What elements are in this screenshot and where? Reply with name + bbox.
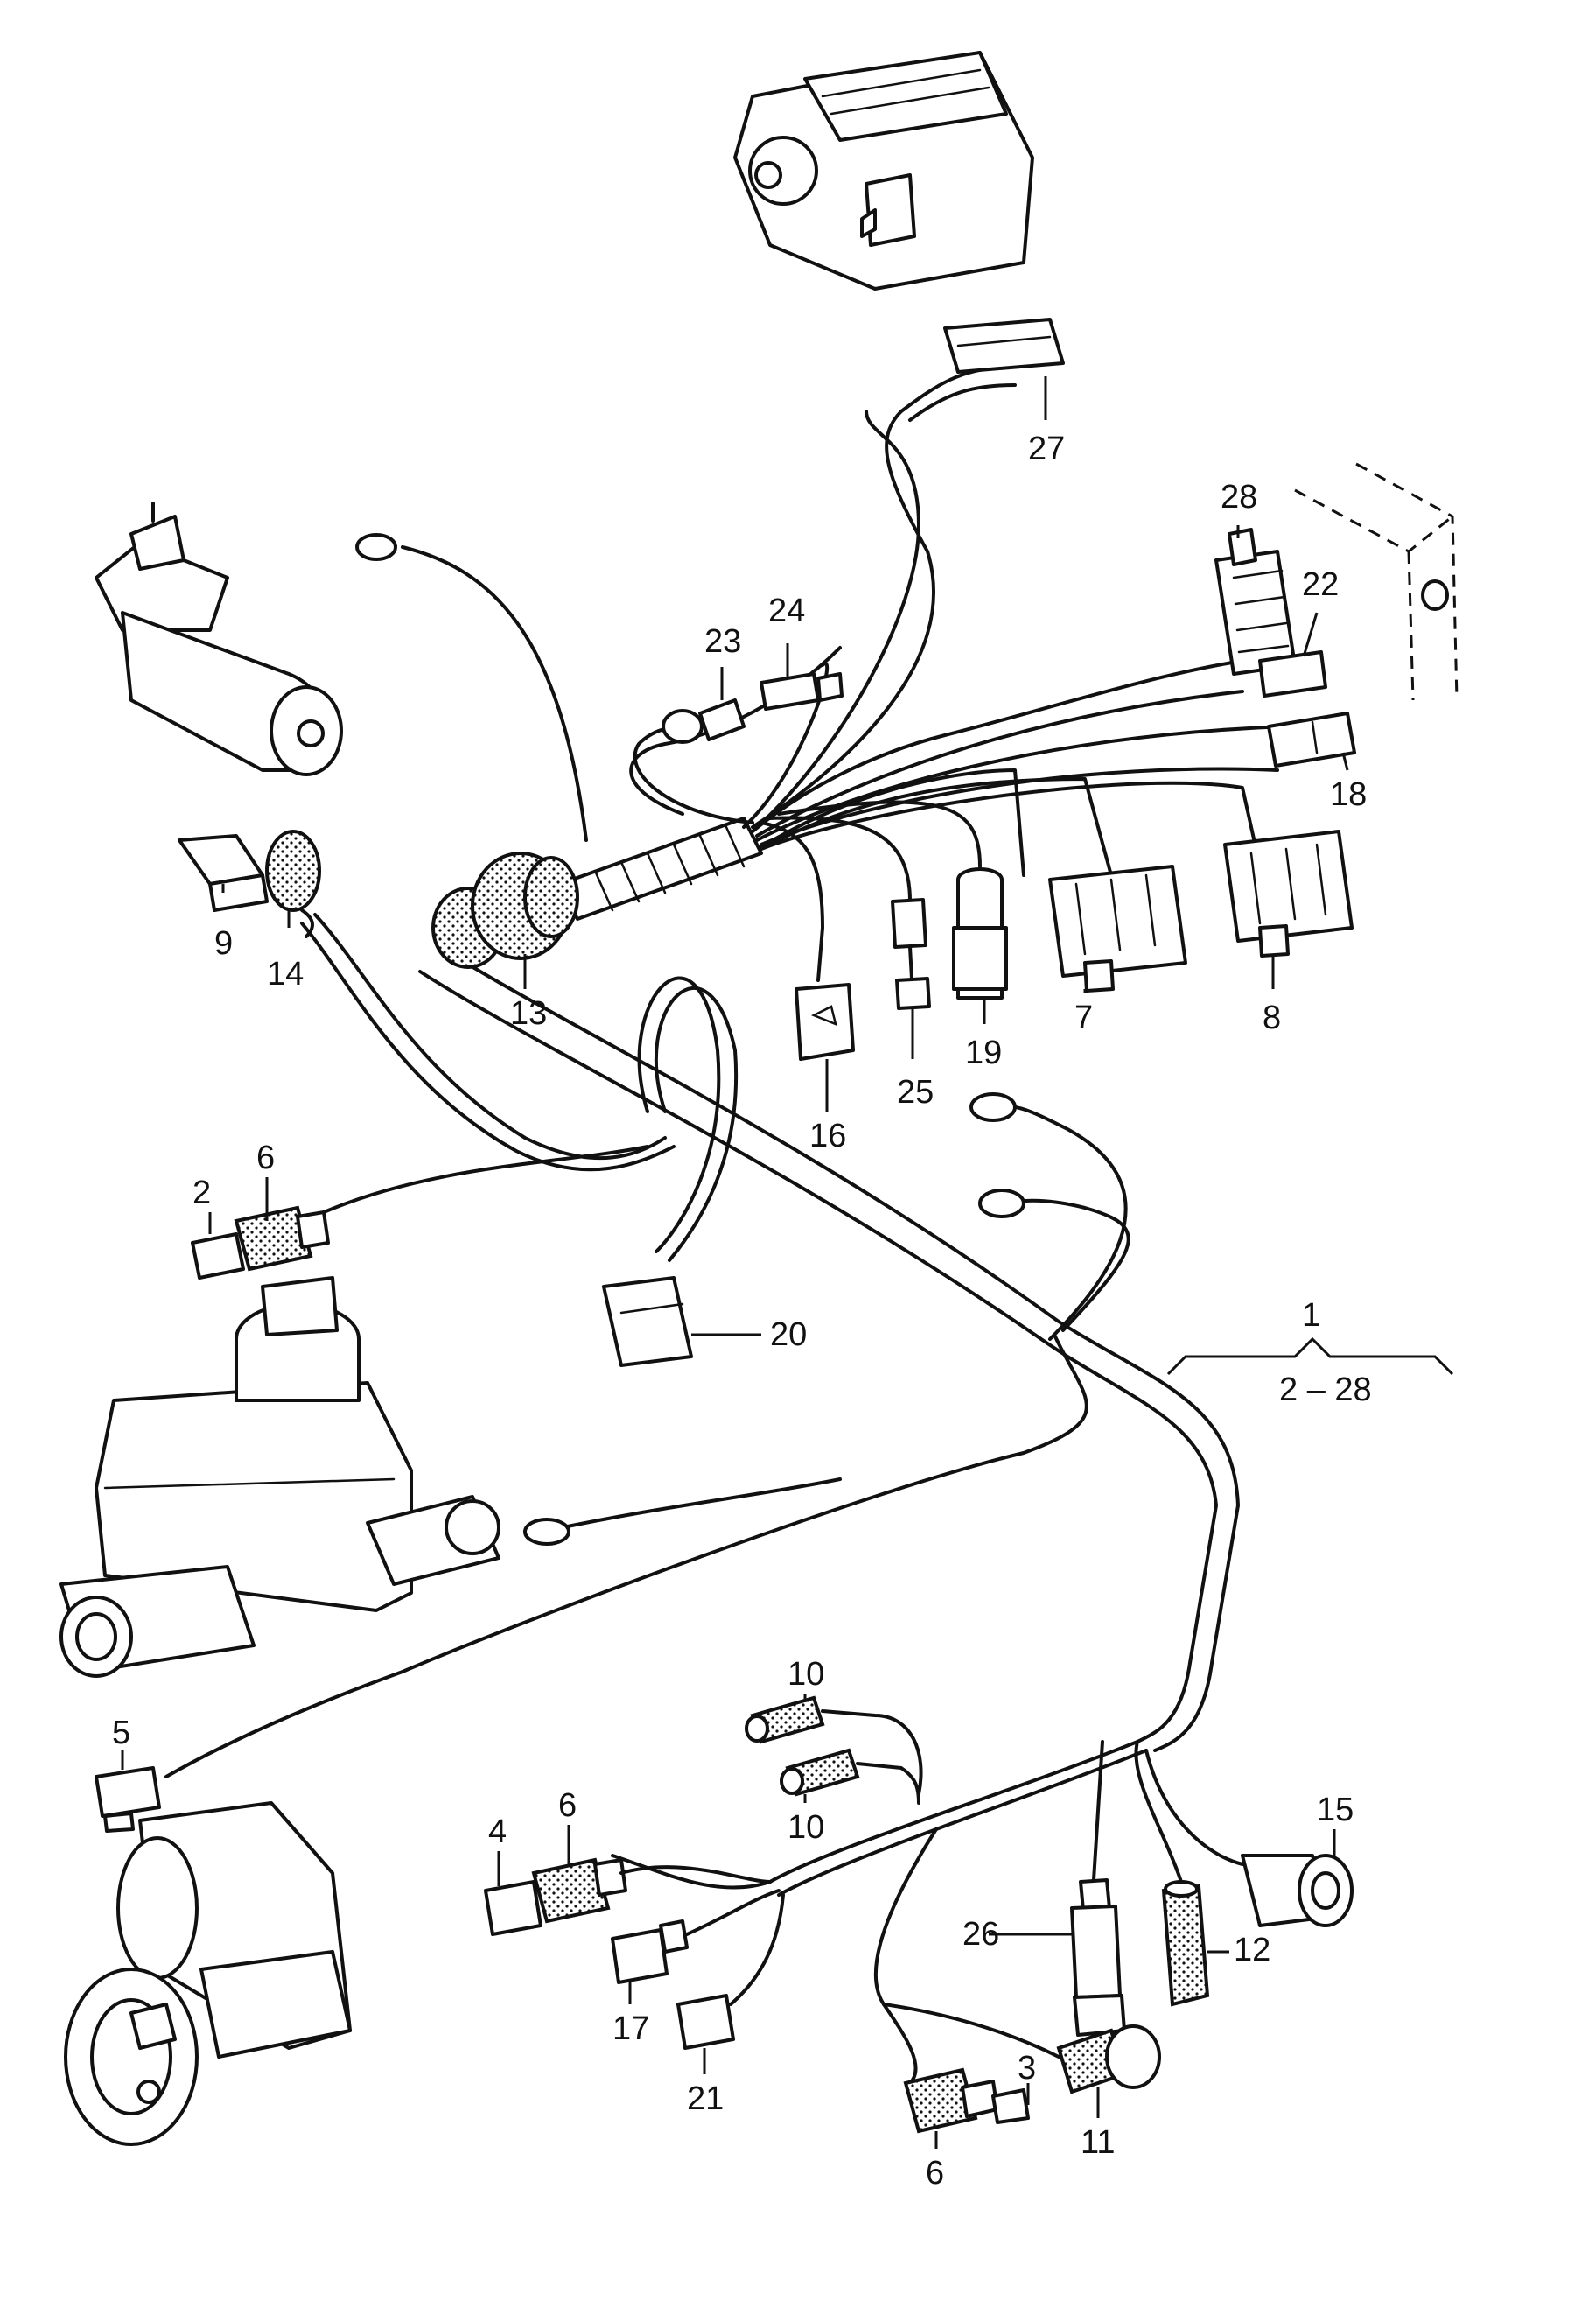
main-harness-cables bbox=[164, 545, 1240, 1897]
connector-25 bbox=[891, 898, 931, 1010]
connector-17 bbox=[611, 1889, 780, 1984]
sender-26 bbox=[1070, 1740, 1126, 2037]
callout-11: 11 bbox=[1081, 2124, 1115, 2161]
grommet-13 bbox=[431, 852, 579, 969]
callout-28: 28 bbox=[1221, 479, 1257, 516]
sender-15 bbox=[1144, 1749, 1354, 1927]
callout-2: 2 bbox=[192, 1175, 211, 1211]
bulb-holder-23 bbox=[662, 698, 746, 744]
connector-2-6-upper bbox=[191, 1205, 330, 1280]
callout-13: 13 bbox=[510, 995, 547, 1032]
callout-labels: 27 28 22 18 23 24 9 14 13 16 25 19 7 8 2… bbox=[112, 431, 1372, 2192]
connector-5 bbox=[94, 1766, 161, 1833]
callout-24: 24 bbox=[768, 593, 805, 629]
callout-22: 22 bbox=[1302, 566, 1339, 603]
switch-19 bbox=[952, 867, 1008, 1000]
callout-10-lower: 10 bbox=[788, 1809, 824, 1846]
control-unit-top bbox=[733, 51, 1034, 291]
callout-19: 19 bbox=[965, 1035, 1002, 1071]
ring-terminals-right bbox=[970, 1092, 1026, 1218]
callout-25: 25 bbox=[897, 1074, 934, 1111]
connector-20 bbox=[602, 1276, 693, 1367]
bulb-holder-24 bbox=[760, 672, 844, 711]
callout-21: 21 bbox=[687, 2080, 724, 2117]
connector-16 bbox=[794, 983, 855, 1061]
callout-1: 1 bbox=[1302, 1297, 1320, 1334]
connector-10-upper bbox=[745, 1695, 923, 1796]
ring-terminal-top bbox=[355, 533, 397, 561]
brake-master-cylinder bbox=[60, 1276, 500, 1678]
sender-12 bbox=[1134, 1740, 1210, 2007]
range-label: 2 – 28 bbox=[1279, 1371, 1372, 1408]
callout-3: 3 bbox=[1018, 2050, 1036, 2087]
callout-26: 26 bbox=[962, 1916, 999, 1953]
callout-6-lower-left: 6 bbox=[558, 1787, 577, 1824]
callout-7: 7 bbox=[1074, 1000, 1093, 1036]
callout-9: 9 bbox=[214, 925, 233, 962]
callout-20: 20 bbox=[770, 1316, 807, 1353]
callout-23: 23 bbox=[704, 623, 741, 660]
harness-sleeve bbox=[558, 366, 1288, 982]
dashed-enclosure bbox=[1294, 462, 1459, 701]
ring-terminal-mid bbox=[523, 1518, 570, 1546]
connector-21 bbox=[676, 1893, 785, 2050]
callout-12: 12 bbox=[1234, 1932, 1270, 1968]
callout-6-upper: 6 bbox=[256, 1140, 275, 1176]
connector-8 bbox=[1223, 830, 1354, 958]
connector-27 bbox=[943, 318, 1065, 374]
callout-18: 18 bbox=[1330, 776, 1367, 813]
callout-14: 14 bbox=[267, 956, 304, 993]
leader-lines bbox=[121, 376, 1454, 2149]
wiper-motor bbox=[94, 502, 343, 776]
callout-17: 17 bbox=[612, 2010, 649, 2047]
connector-7 bbox=[1048, 865, 1187, 993]
callout-5: 5 bbox=[112, 1715, 130, 1751]
callout-15: 15 bbox=[1317, 1792, 1354, 1828]
callout-6-lower: 6 bbox=[926, 2155, 944, 2192]
connector-10-lower bbox=[780, 1748, 920, 1805]
starter-motor bbox=[64, 1801, 352, 2146]
callout-10-upper: 10 bbox=[788, 1656, 824, 1693]
connector-22 bbox=[1258, 650, 1327, 698]
lower-branch-6-3-11 bbox=[873, 1827, 1161, 2134]
connector-18 bbox=[1267, 712, 1356, 768]
callout-4: 4 bbox=[488, 1813, 507, 1850]
connector-9-grommet-14 bbox=[178, 830, 321, 938]
connector-4-6-lower bbox=[484, 1857, 772, 1936]
callout-16: 16 bbox=[809, 1118, 846, 1154]
connector-28 bbox=[1214, 528, 1297, 676]
callout-27: 27 bbox=[1028, 431, 1065, 467]
callout-8: 8 bbox=[1263, 1000, 1281, 1036]
